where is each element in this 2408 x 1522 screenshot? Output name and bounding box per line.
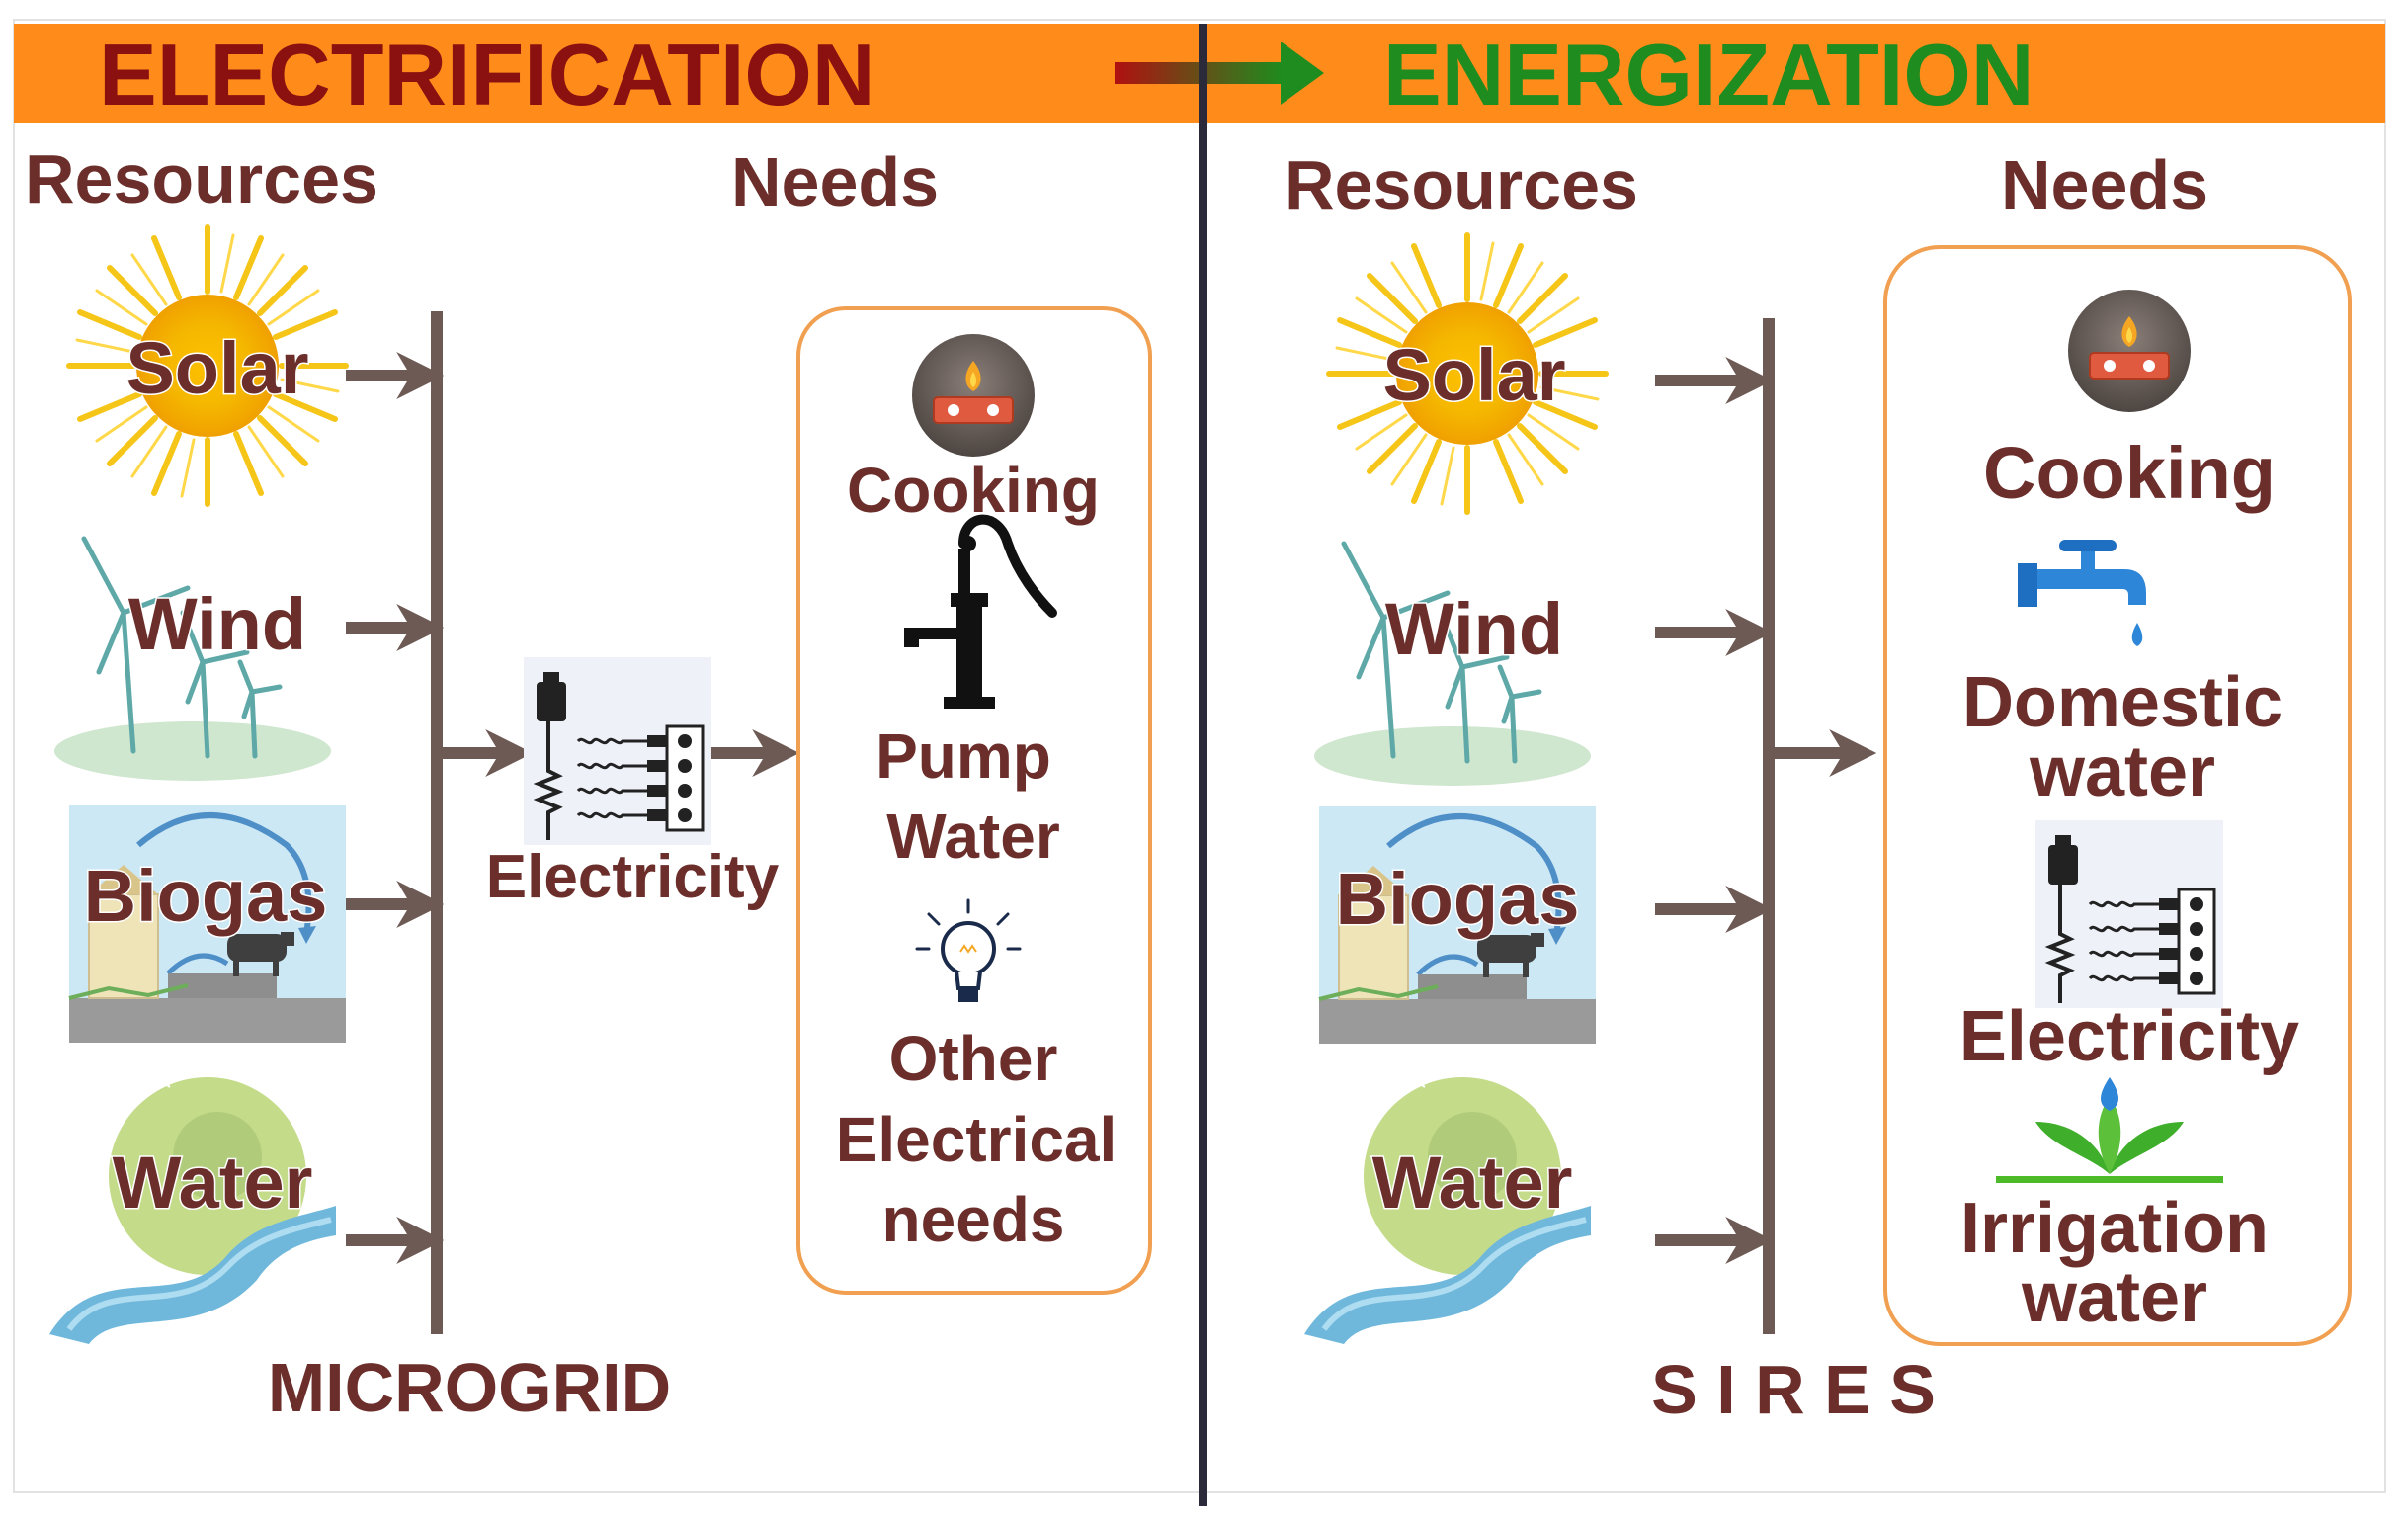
right-resources-heading: Resources [1285,146,1638,223]
right-resource-water: Water [1372,1142,1573,1224]
right-resource-biogas: Biogas [1336,858,1580,940]
energization-title: ENERGIZATION [1383,26,2034,124]
electric-plug-icon [2034,818,2225,1010]
left-need-other: Other [889,1023,1058,1094]
left-resource-wind: Wind [128,583,306,665]
microgrid-label: MICROGRID [268,1349,671,1426]
stove-icon [911,333,1036,458]
right-need-domestic-water: water [2029,732,2215,811]
left-input-arrows [346,352,445,1264]
right-input-arrows [1655,357,1774,1264]
right-need-cooking: Cooking [1983,432,2276,514]
right-need-irrigation-water: water [2021,1258,2207,1337]
electric-plug-icon [522,655,713,847]
left-needs-box [796,306,1152,1295]
left-need-needs: needs [882,1184,1065,1255]
right-resource-solar: Solar [1382,334,1565,416]
right-needs-box [1883,245,2352,1346]
sires-label: S I R E S [1651,1351,1936,1428]
left-resource-solar: Solar [125,327,308,409]
right-need-irrigation: Irrigation [1960,1189,2269,1268]
electricity-label: Electricity [486,843,780,911]
left-panel: Resources Needs Solar Wind Biogas Water … [25,140,1152,1426]
left-need-electrical: Electrical [836,1104,1118,1175]
panel-divider [1199,24,1207,1506]
right-panel: Resources Needs Solar Wind Biogas Water … [1285,146,2352,1428]
left-need-water: Water [886,801,1059,872]
right-resource-wind: Wind [1385,588,1563,670]
right-need-electricity: Electricity [1959,997,2299,1076]
left-needs-heading: Needs [731,143,939,220]
right-need-domestic: Domestic [1962,663,2283,742]
left-need-cooking: Cooking [847,455,1100,526]
stove-icon [2067,289,2192,413]
electrification-title: ELECTRIFICATION [99,26,874,124]
left-need-pump: Pump [875,720,1051,792]
right-needs-heading: Needs [2001,146,2208,223]
left-resource-biogas: Biogas [84,855,328,937]
left-resources-heading: Resources [25,140,378,217]
left-resource-water: Water [113,1142,313,1224]
